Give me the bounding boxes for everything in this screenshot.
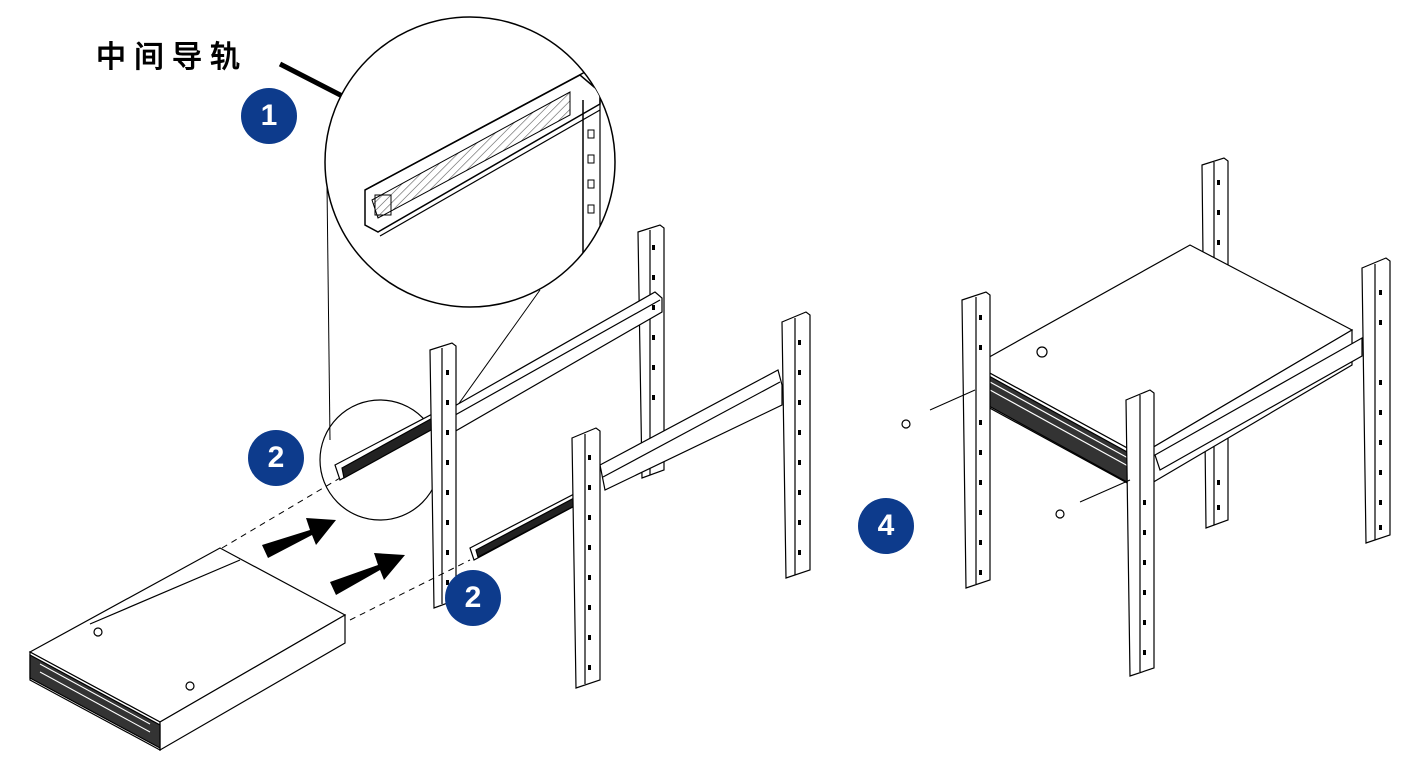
server-chassis xyxy=(28,547,347,752)
step-2-upper-badge: 2 xyxy=(248,430,304,486)
middle-rail-label: 中间导轨 xyxy=(96,40,248,75)
magnifier-detail xyxy=(324,16,616,441)
alignment-guides xyxy=(221,477,471,621)
right-rack xyxy=(901,157,1391,677)
left-rack xyxy=(334,224,811,689)
step-2-lower-badge: 2 xyxy=(445,570,501,626)
insertion-arrows xyxy=(262,518,405,595)
step-4-badge: 4 xyxy=(858,498,914,554)
right-rack-holes xyxy=(979,180,1382,655)
screw-guides xyxy=(929,389,1131,503)
step-1-badge: 1 xyxy=(241,88,297,144)
detail-source-circle xyxy=(319,399,441,521)
left-rack-holes xyxy=(446,245,801,670)
